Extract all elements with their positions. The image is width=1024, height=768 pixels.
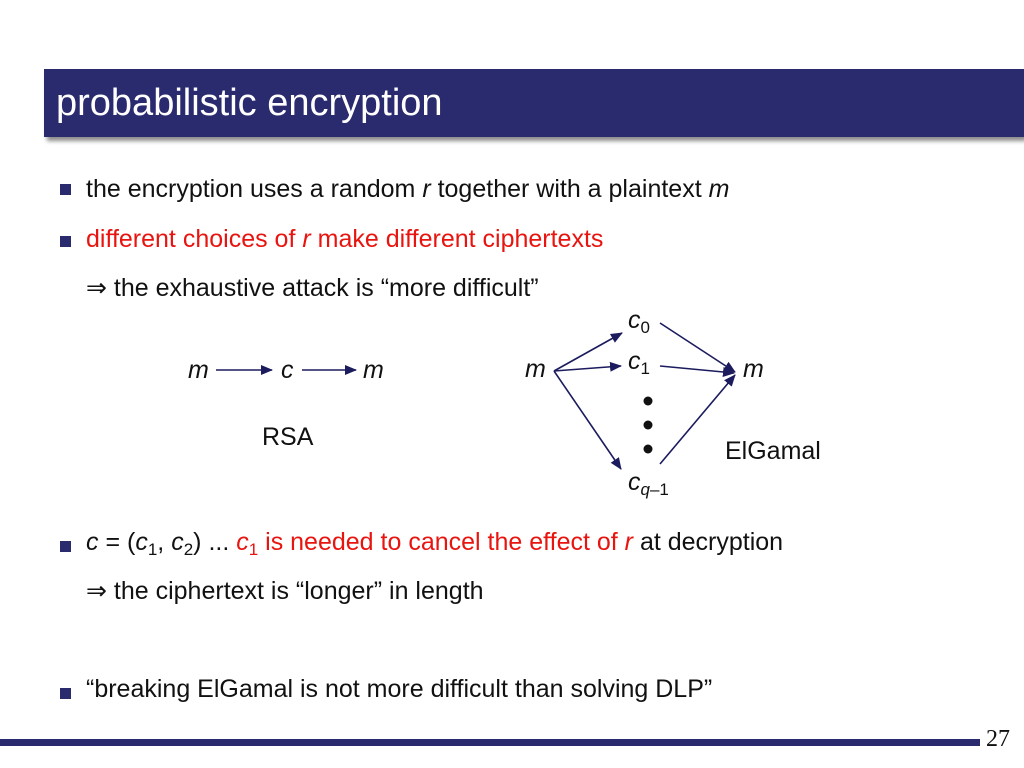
b2-r: r [302, 225, 311, 253]
elg-c0-sub: 0 [640, 318, 650, 337]
b3-comma: , [157, 528, 172, 556]
b3-sub1b: 1 [248, 540, 259, 559]
b3-c2: c [171, 528, 184, 556]
elg-arrow-m-c0 [553, 332, 623, 372]
elg-cq-sub-q: q [640, 480, 650, 499]
rsa-m-left: m [188, 356, 209, 384]
elg-c1-sub: 1 [640, 359, 650, 378]
title-bar: probabilistic encryption [44, 69, 1024, 137]
b3-c1: c [135, 528, 148, 556]
bullet-marker [60, 688, 71, 699]
b2-sub-text: the exhaustive attack is “more difficult… [106, 274, 539, 302]
elg-arrow-c1-m [659, 365, 735, 377]
rsa-c: c [281, 356, 294, 384]
b3-post: at decryption [633, 528, 784, 556]
slide-title: probabilistic encryption [56, 82, 443, 124]
b3-close: ) ... [193, 528, 237, 556]
ellipsis-dot [643, 444, 653, 454]
implies-arrow: ⇒ [86, 577, 107, 605]
rsa-c-text: c [281, 356, 294, 384]
b1-pre: the encryption uses a random [86, 175, 423, 203]
footer-bar [0, 739, 980, 746]
b3-r: r [624, 528, 633, 556]
elg-m-left: m [525, 355, 546, 383]
bullet-marker [60, 541, 71, 552]
implies-arrow: ⇒ [86, 274, 107, 302]
bullet-2: different choices of r make different ci… [86, 224, 603, 254]
elgamal-label: ElGamal [725, 437, 821, 465]
b2-pre: different choices of [86, 225, 303, 253]
rsa-m2: m [363, 356, 384, 384]
b1-r: r [422, 175, 431, 203]
b1-m: m [708, 175, 730, 203]
rsa-label: RSA [262, 423, 314, 451]
page-number: 27 [986, 726, 1010, 752]
b3-sub-text: the ciphertext is “longer” in length [106, 577, 484, 605]
elg-arrow-m-cq [553, 370, 622, 470]
elg-c1: c1 [628, 347, 650, 378]
bullet-marker [60, 236, 71, 247]
elg-c0: c0 [628, 306, 650, 337]
elg-cq-sub-tail: –1 [649, 480, 669, 499]
elg-c0-text: c [628, 306, 641, 334]
rsa-m-right: m [363, 356, 384, 384]
elg-m-left-text: m [525, 355, 546, 383]
elg-m-right: m [743, 355, 764, 383]
b2-post: make different ciphertexts [310, 225, 604, 253]
elg-m-right-text: m [743, 355, 764, 383]
b1-mid: together with a plaintext [430, 175, 709, 203]
elg-c1-text: c [628, 347, 641, 375]
b3-sub2: 2 [183, 540, 194, 559]
elg-cq-text: c [628, 468, 641, 496]
ellipsis-dot [643, 396, 653, 406]
b3-red-part: c1 is needed to cancel the effect of r [236, 528, 633, 559]
b3-c1b: c [236, 528, 249, 556]
bullet-3: c = (c1, c2) ... c1 is needed to cancel … [86, 527, 784, 559]
rsa-m1: m [188, 356, 209, 384]
elg-arrow-c0-m [659, 322, 736, 373]
bullet-4: “breaking ElGamal is not more difficult … [86, 675, 713, 703]
elg-arrow-cq-m [659, 374, 736, 465]
bullet-2-sub: ⇒ the exhaustive attack is “more difficu… [86, 273, 539, 303]
bullet-3-sub: ⇒ the ciphertext is “longer” in length [86, 576, 484, 606]
b3-eq: = ( [98, 528, 136, 556]
ellipsis-dot [643, 420, 653, 430]
bullet-1: the encryption uses a random r together … [86, 174, 729, 204]
elg-cq: cq–1 [628, 468, 669, 499]
elg-cq-sub: q–1 [641, 480, 669, 499]
b3-c: c [86, 528, 99, 556]
b3-red-pre: is needed to cancel the effect of [258, 528, 625, 556]
elg-arrow-m-c1 [553, 361, 622, 372]
b3-sub1: 1 [147, 540, 158, 559]
bullet-marker [60, 184, 71, 195]
